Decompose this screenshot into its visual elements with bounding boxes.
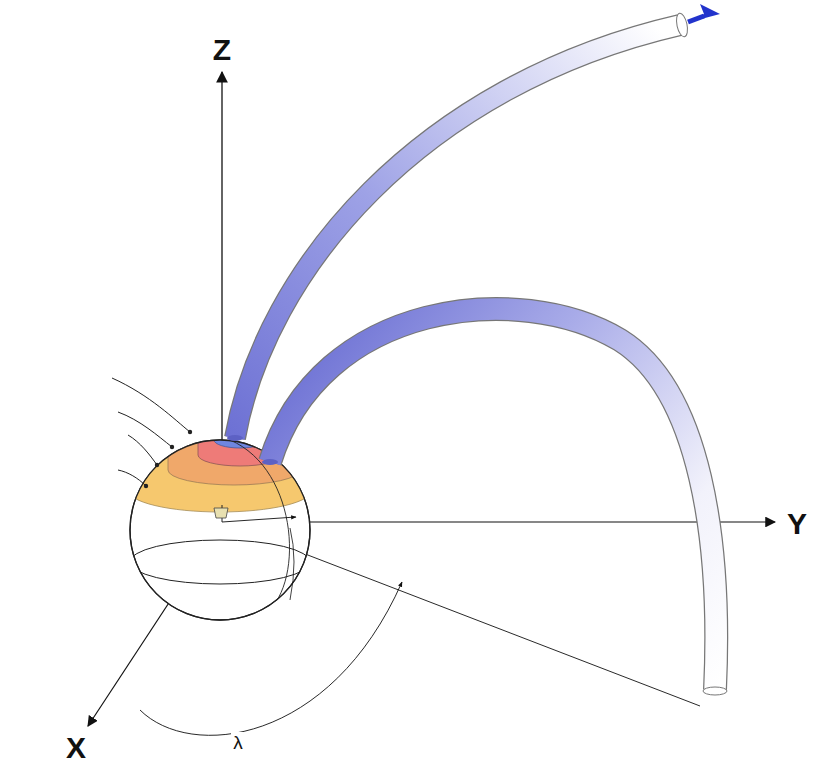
- lambda-arc: [140, 582, 402, 735]
- z-axis: [221, 72, 222, 500]
- field-lines: [112, 378, 190, 486]
- radius-arrow: [222, 517, 296, 522]
- pole-marker: [214, 508, 228, 518]
- small-arc: [290, 528, 294, 600]
- axis-label: X: [64, 732, 88, 764]
- axis-label: Z: [211, 34, 233, 66]
- angle-label: λ: [231, 732, 245, 753]
- axis-label: Y: [785, 508, 809, 540]
- closed-flux-tube: [262, 309, 727, 695]
- open-flux-tube: [227, 4, 720, 441]
- field-line-dots: [144, 430, 192, 488]
- projection-line: [222, 522, 700, 706]
